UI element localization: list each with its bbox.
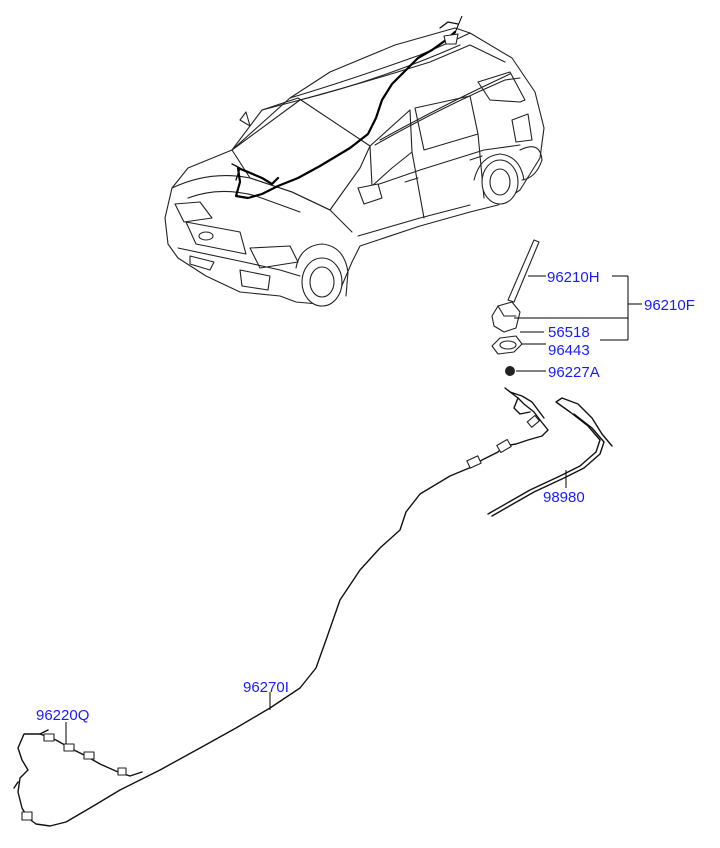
part-label-96210h[interactable]: 96210H (547, 269, 600, 286)
leader-lines (65, 275, 642, 744)
roof-harness-drawing (487, 397, 613, 517)
part-label-96443[interactable]: 96443 (548, 342, 590, 359)
part-label-96227a[interactable]: 96227A (548, 364, 600, 381)
vehicle-illustration (164, 15, 545, 307)
part-label-56518[interactable]: 56518 (548, 324, 590, 341)
feeder-cable-drawing (27, 387, 549, 827)
part-label-96210f[interactable]: 96210F (644, 297, 695, 314)
part-label-96270i[interactable]: 96270I (243, 679, 289, 696)
radio-connector-drawing (13, 729, 143, 821)
part-label-98980[interactable]: 98980 (543, 489, 585, 506)
part-label-96220q[interactable]: 96220Q (36, 707, 89, 724)
antenna-assembly-drawing (491, 239, 540, 376)
